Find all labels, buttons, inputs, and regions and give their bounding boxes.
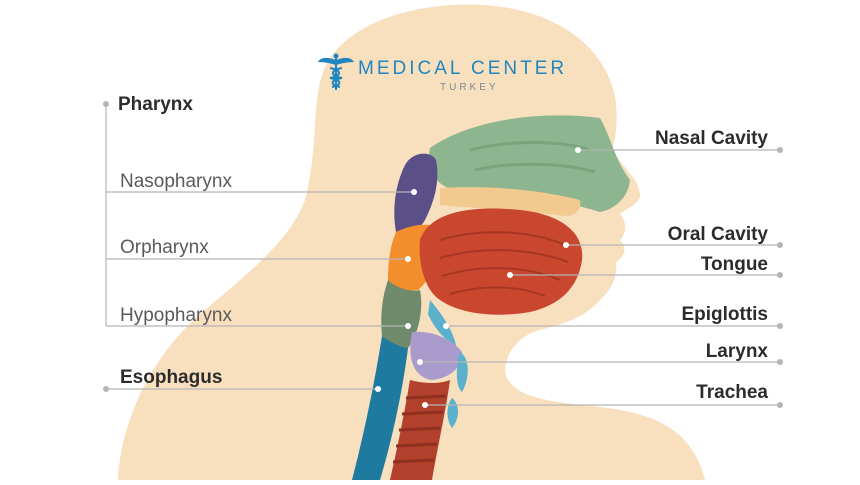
leader-dots (103, 101, 783, 408)
dot (777, 359, 783, 365)
label-hypopharynx: Hypopharynx (120, 305, 232, 326)
leader-lines (105, 104, 780, 406)
anchor-dots (375, 147, 581, 408)
anchor (405, 256, 411, 262)
label-pharynx: Pharynx (118, 94, 193, 115)
epiglottis-region (428, 300, 456, 345)
label-nasopharynx: Nasopharynx (120, 171, 232, 192)
nasal-cavity-fold (469, 141, 591, 152)
anchor (443, 323, 449, 329)
anchor (575, 147, 581, 153)
anchor (422, 402, 428, 408)
dot (103, 101, 109, 107)
label-trachea: Trachea (696, 382, 768, 403)
anchor (405, 323, 411, 329)
dot (777, 272, 783, 278)
brand-logo: MEDICAL CENTER TURKEY (318, 52, 588, 96)
brand-subtitle: TURKEY (440, 82, 499, 93)
dot (103, 386, 109, 392)
label-larynx: Larynx (705, 341, 768, 362)
hypopharynx-region (381, 280, 422, 349)
label-nasal-cavity: Nasal Cavity (654, 128, 768, 149)
trachea-rings (392, 394, 447, 464)
dot (777, 242, 783, 248)
caduceus-icon (318, 53, 354, 90)
anchor (417, 359, 423, 365)
dot (777, 402, 783, 408)
anchor (411, 189, 417, 195)
larynx-region (410, 331, 462, 380)
label-esophagus: Esophagus (120, 367, 223, 388)
label-tongue: Tongue (700, 254, 768, 275)
anchor (375, 386, 381, 392)
dot (777, 147, 783, 153)
label-oral-cavity: Oral Cavity (667, 224, 768, 245)
label-epiglottis: Epiglottis (681, 304, 768, 325)
esophagus-region (352, 336, 408, 480)
brand-title: MEDICAL CENTER (358, 58, 568, 79)
palate-region (440, 187, 581, 216)
anchor (563, 242, 569, 248)
nasal-cavity-fold (474, 162, 596, 174)
tongue-region (419, 208, 583, 315)
label-orpharynx: Orpharynx (120, 237, 209, 258)
anchor (507, 272, 513, 278)
dot (777, 323, 783, 329)
tongue-texture (439, 231, 569, 297)
